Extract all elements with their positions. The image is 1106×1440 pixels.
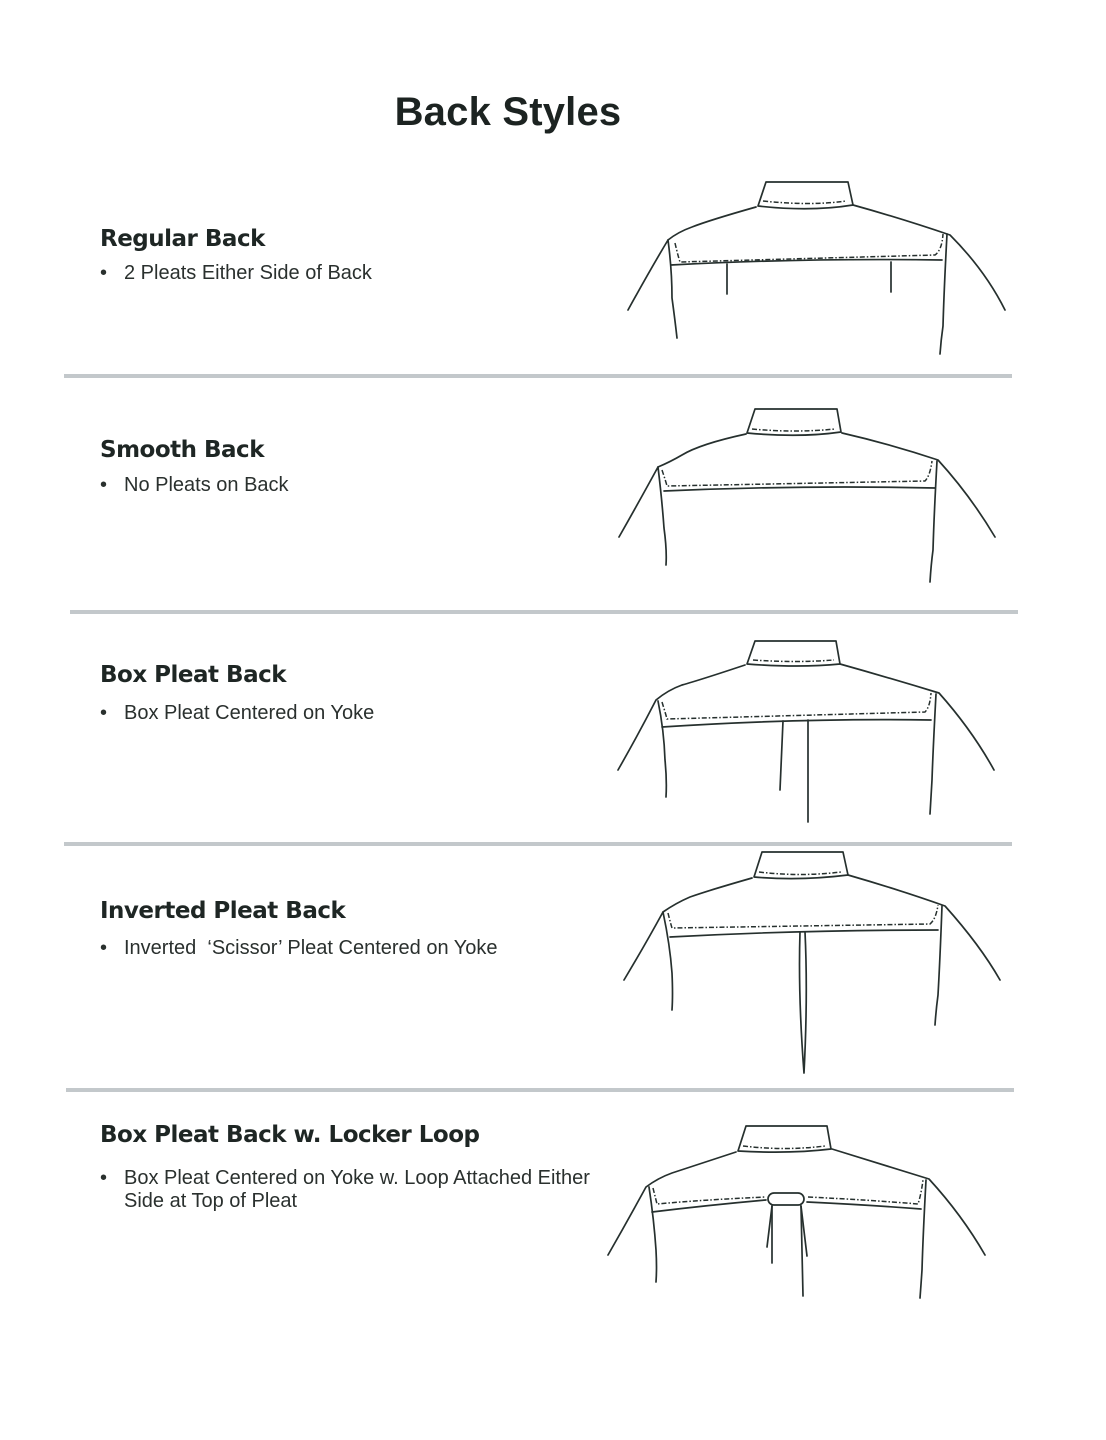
bullet-icon: • (100, 262, 108, 284)
bullet-icon: • (100, 937, 108, 959)
section-divider (64, 374, 1012, 378)
style-heading: Inverted Pleat Back (100, 898, 346, 924)
style-heading: Box Pleat Back w. Locker Loop (100, 1122, 480, 1148)
section-divider (64, 842, 1012, 846)
section-divider (70, 610, 1018, 614)
style-description: •Box Pleat Centered on Yoke (100, 702, 375, 724)
shirt-back-regular-icon (627, 181, 1006, 355)
style-description: •2 Pleats Either Side of Back (100, 262, 372, 284)
style-description: •Box Pleat Centered on Yoke w. Loop Atta… (100, 1167, 590, 1212)
shirt-back-smooth-icon (618, 408, 996, 583)
style-heading: Smooth Back (100, 437, 265, 463)
style-description: •No Pleats on Back (100, 474, 289, 496)
shirt-back-locker-loop-icon (607, 1125, 986, 1299)
page-title: Back Styles (394, 90, 622, 134)
shirt-back-box-pleat-icon (617, 640, 995, 823)
locker-loop-icon (767, 1192, 805, 1206)
style-heading: Box Pleat Back (100, 662, 287, 688)
bullet-icon: • (100, 1167, 108, 1189)
bullet-icon: • (100, 702, 108, 724)
style-heading: Regular Back (100, 226, 265, 252)
shirt-back-inverted-pleat-icon (623, 851, 1001, 1074)
bullet-icon: • (100, 474, 108, 496)
section-divider (66, 1088, 1014, 1092)
style-description: •Inverted ‘Scissor’ Pleat Centered on Yo… (100, 937, 498, 959)
